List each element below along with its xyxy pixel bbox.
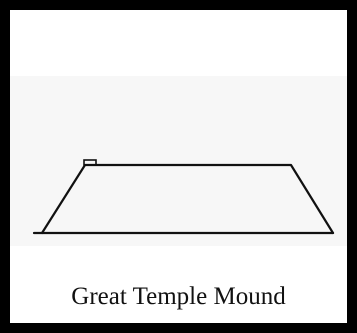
temple-mound-outline bbox=[42, 165, 333, 233]
illustration-panel: Great Temple Mound bbox=[10, 10, 347, 323]
mound-diagram bbox=[10, 10, 347, 323]
summit-structure bbox=[84, 160, 96, 165]
mound-caption: Great Temple Mound bbox=[10, 282, 347, 312]
